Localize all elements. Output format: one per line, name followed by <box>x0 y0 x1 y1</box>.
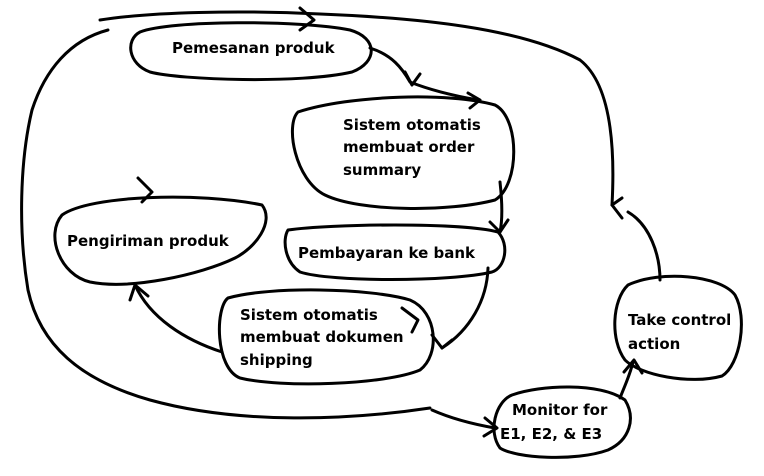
node-pengiriman-line-1: Pengiriman produk <box>67 232 230 250</box>
node-pemesanan-shape <box>129 21 373 82</box>
node-sistem-order-label: Sistem otomatis membuat order summary <box>343 116 486 179</box>
node-pengiriman-shape <box>53 195 268 286</box>
arrowhead-pemesanan-to-order <box>403 70 482 110</box>
node-pemesanan-label: Pemesanan produk <box>172 39 336 57</box>
arrow-pemesanan-to-order <box>368 46 480 102</box>
node-monitor-label: Monitor for E1, E2, & E3 <box>500 401 613 443</box>
node-take-control-line-2: action <box>628 335 680 353</box>
node-take-control-shape <box>613 274 743 381</box>
outer-loop-top-arrow <box>298 6 316 32</box>
arrowhead-pembayaran-to-shipping <box>400 306 454 350</box>
arrowhead-take-control-to-loop <box>610 196 624 220</box>
node-take-control-label: Take control action <box>628 311 737 353</box>
node-sistem-shipping-shape <box>217 288 435 386</box>
node-sistem-shipping-line-2: membuat dokumen <box>240 328 404 346</box>
node-monitor-line-2: E1, E2, & E3 <box>500 425 602 443</box>
node-monitor-shape <box>492 385 632 459</box>
node-sistem-shipping-line-1: Sistem otomatis <box>240 306 378 324</box>
node-sistem-shipping-line-3: shipping <box>240 351 313 369</box>
node-pembayaran-line-1: Pembayaran ke bank <box>298 244 476 262</box>
arrowhead-loop-to-monitor <box>482 416 499 438</box>
node-monitor-line-1: Monitor for <box>512 401 608 419</box>
node-sistem-order-line-2: membuat order <box>343 138 475 156</box>
outer-loop-line <box>20 10 615 420</box>
arrowhead-order-to-pembayaran <box>488 218 510 234</box>
arrow-shipping-to-pengiriman <box>133 283 224 354</box>
arrowhead-shipping-to-pengiriman <box>128 283 150 302</box>
arrowhead-pengiriman-top <box>136 176 154 204</box>
arrow-take-control-to-loop <box>626 210 662 282</box>
node-sistem-order-shape <box>290 95 516 210</box>
node-pembayaran-label: Pembayaran ke bank <box>298 244 476 262</box>
node-take-control-line-1: Take control <box>628 311 731 329</box>
node-sistem-order-line-3: summary <box>343 161 421 179</box>
arrow-order-to-pembayaran <box>498 180 504 234</box>
node-pemesanan-line-1: Pemesanan produk <box>172 39 336 57</box>
node-sistem-shipping-label: Sistem otomatis membuat dokumen shipping <box>240 306 409 369</box>
node-sistem-order-line-1: Sistem otomatis <box>343 116 481 134</box>
node-pengiriman-label: Pengiriman produk <box>67 232 230 250</box>
node-pembayaran-shape <box>283 223 507 281</box>
arrow-loop-to-monitor <box>430 408 497 430</box>
arrowhead-monitor-to-take-control <box>622 358 644 375</box>
arrow-pembayaran-to-shipping <box>440 266 490 350</box>
arrow-monitor-to-take-control <box>618 360 635 400</box>
